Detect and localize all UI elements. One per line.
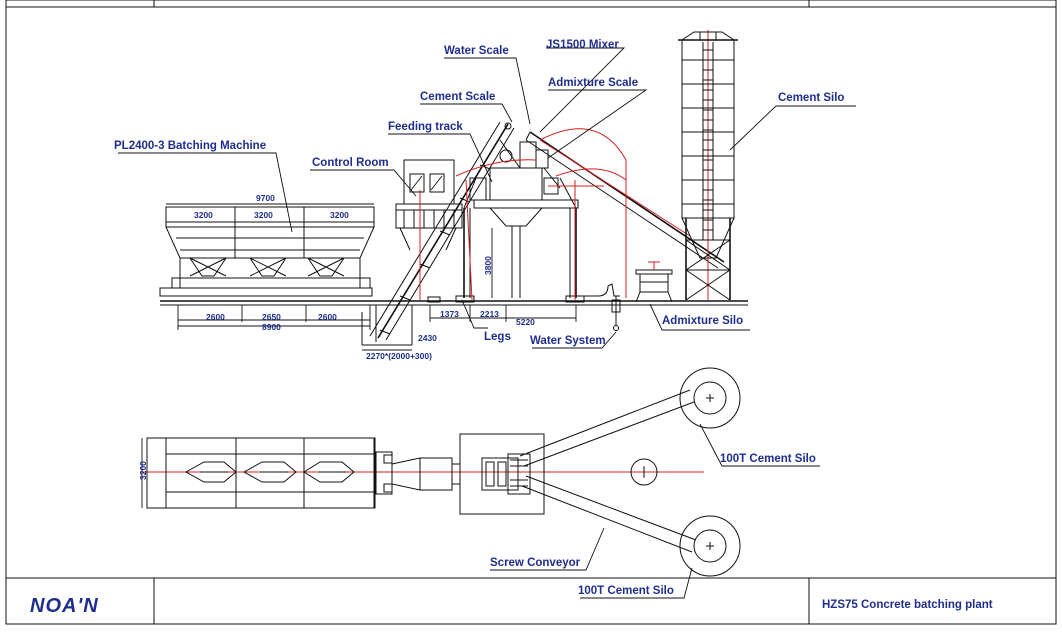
drawing-title: HZS75 Concrete batching plant — [822, 599, 993, 611]
plan-leader-lines — [490, 423, 820, 599]
label-legs: Legs — [484, 331, 511, 343]
dim-plan-width: 3200 — [138, 461, 148, 480]
water-system — [578, 283, 621, 331]
dimension-lines — [166, 203, 577, 351]
svg-text:NOA'N: NOA'N — [30, 595, 99, 617]
dim-pit-size: 2270*(2000+300) — [366, 351, 432, 361]
leader-lines — [118, 47, 856, 349]
dim-base-total: 8900 — [262, 322, 281, 332]
plan-view — [140, 367, 741, 577]
admixture-silo — [635, 261, 673, 303]
dim-bin-1: 3200 — [194, 210, 213, 220]
dim-base-2: 2650 — [262, 312, 281, 322]
label-screw-conveyor: Screw Conveyor — [490, 557, 581, 569]
label-silo-top: 100T Cement Silo — [720, 453, 816, 465]
mixer-tower — [427, 139, 585, 303]
label-admixture-silo: Admixture Silo — [662, 315, 743, 327]
dim-span-3: 5220 — [516, 317, 535, 327]
ground-line — [160, 300, 748, 346]
cement-silo — [678, 31, 738, 301]
label-silo-bottom: 100T Cement Silo — [578, 585, 674, 597]
drawing-frame — [5, 0, 1057, 625]
dim-base-1: 2600 — [206, 312, 225, 322]
batching-machine — [159, 206, 375, 297]
label-control-room: Control Room — [312, 157, 389, 169]
dim-bin-3: 3200 — [330, 210, 349, 220]
control-room — [395, 159, 463, 251]
label-water-system: Water System — [530, 335, 606, 347]
label-feeding-track: Feeding track — [388, 121, 463, 133]
label-admixture-scale: Admixture Scale — [548, 77, 638, 89]
dim-overall-width: 9700 — [256, 193, 275, 203]
label-cement-silo: Cement Silo — [778, 92, 844, 104]
label-mixer: JS1500 Mixer — [546, 39, 619, 51]
dim-pit-depth: 2430 — [418, 333, 437, 343]
label-water-scale: Water Scale — [444, 45, 509, 57]
dim-leg-height: 3800 — [483, 256, 493, 275]
dim-span-1: 1373 — [440, 309, 459, 319]
dim-span-2: 2213 — [480, 309, 499, 319]
dim-bin-2: 3200 — [254, 210, 273, 220]
label-cement-scale: Cement Scale — [420, 91, 495, 103]
label-batching-machine: PL2400-3 Batching Machine — [114, 140, 266, 152]
noan-logo: NOA'N — [30, 595, 99, 617]
dim-base-3: 2600 — [318, 312, 337, 322]
